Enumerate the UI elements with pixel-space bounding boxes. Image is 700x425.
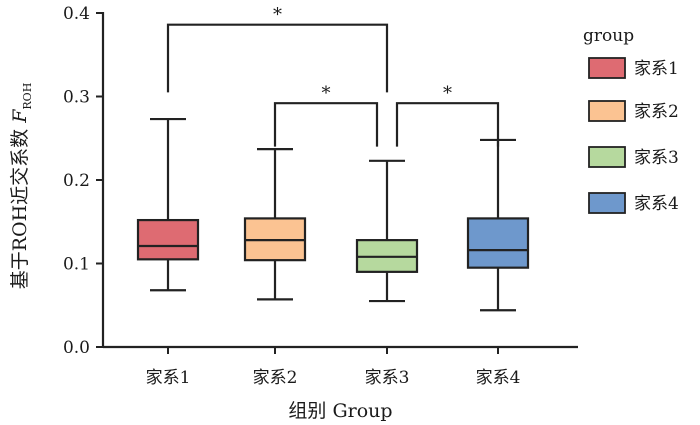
iqr-box xyxy=(466,217,530,269)
x-tick-label: 家系4 xyxy=(476,368,521,388)
legend-swatch xyxy=(588,192,626,214)
legend-item: 家系2 xyxy=(588,100,679,122)
significance-star: * xyxy=(273,5,282,26)
significance-bracket xyxy=(395,102,500,147)
y-tick-label: 0.2 xyxy=(63,171,90,191)
x-axis-title: 组别 Group xyxy=(288,400,392,422)
y-axis-title-subscript: ROH xyxy=(21,83,34,110)
legend-item: 家系1 xyxy=(588,57,679,79)
box-1 xyxy=(136,117,200,292)
legend-swatch xyxy=(588,100,626,122)
legend-items: 家系1 家系2 家系3 家系4 xyxy=(588,57,679,214)
y-axis-title-symbol: F xyxy=(9,109,31,124)
significance-brackets: * * * xyxy=(166,5,500,147)
y-axis-title: 基于ROH近交系数 FROH xyxy=(9,83,34,290)
significance-star: * xyxy=(443,83,452,104)
y-axis-title-main: 基于ROH近交系数 xyxy=(9,123,31,290)
box-2 xyxy=(243,148,307,301)
y-tick-label: 0.4 xyxy=(63,4,90,24)
box-3 xyxy=(355,159,419,303)
x-ticks: 家系1 家系2 家系3 家系4 xyxy=(146,347,521,388)
legend-item: 家系3 xyxy=(588,146,679,168)
boxes xyxy=(136,117,530,312)
legend-label: 家系3 xyxy=(634,148,679,168)
legend: group 家系1 家系2 家系3 家系4 xyxy=(583,26,679,214)
legend-title: group xyxy=(583,26,634,46)
significance-bracket xyxy=(273,102,379,147)
legend-swatch xyxy=(588,57,626,79)
legend-label: 家系1 xyxy=(634,59,679,79)
legend-item: 家系4 xyxy=(588,192,679,214)
y-ticks: 0.0 0.1 0.2 0.3 0.4 xyxy=(63,4,103,358)
axes: 0.0 0.1 0.2 0.3 0.4 家系1 家系2 家系3 家系4 xyxy=(63,4,578,388)
y-tick-label: 0.0 xyxy=(63,338,90,358)
box-4 xyxy=(466,138,530,312)
x-tick-label: 家系1 xyxy=(146,368,191,388)
legend-swatch xyxy=(588,146,626,168)
significance-star: * xyxy=(322,83,331,104)
y-tick-label: 0.3 xyxy=(63,88,90,108)
x-tick-label: 家系2 xyxy=(253,368,298,388)
iqr-box xyxy=(136,218,200,261)
legend-label: 家系4 xyxy=(634,194,679,214)
y-tick-label: 0.1 xyxy=(63,255,90,275)
x-tick-label: 家系3 xyxy=(365,368,410,388)
significance-bracket xyxy=(166,23,389,93)
legend-label: 家系2 xyxy=(634,102,679,122)
